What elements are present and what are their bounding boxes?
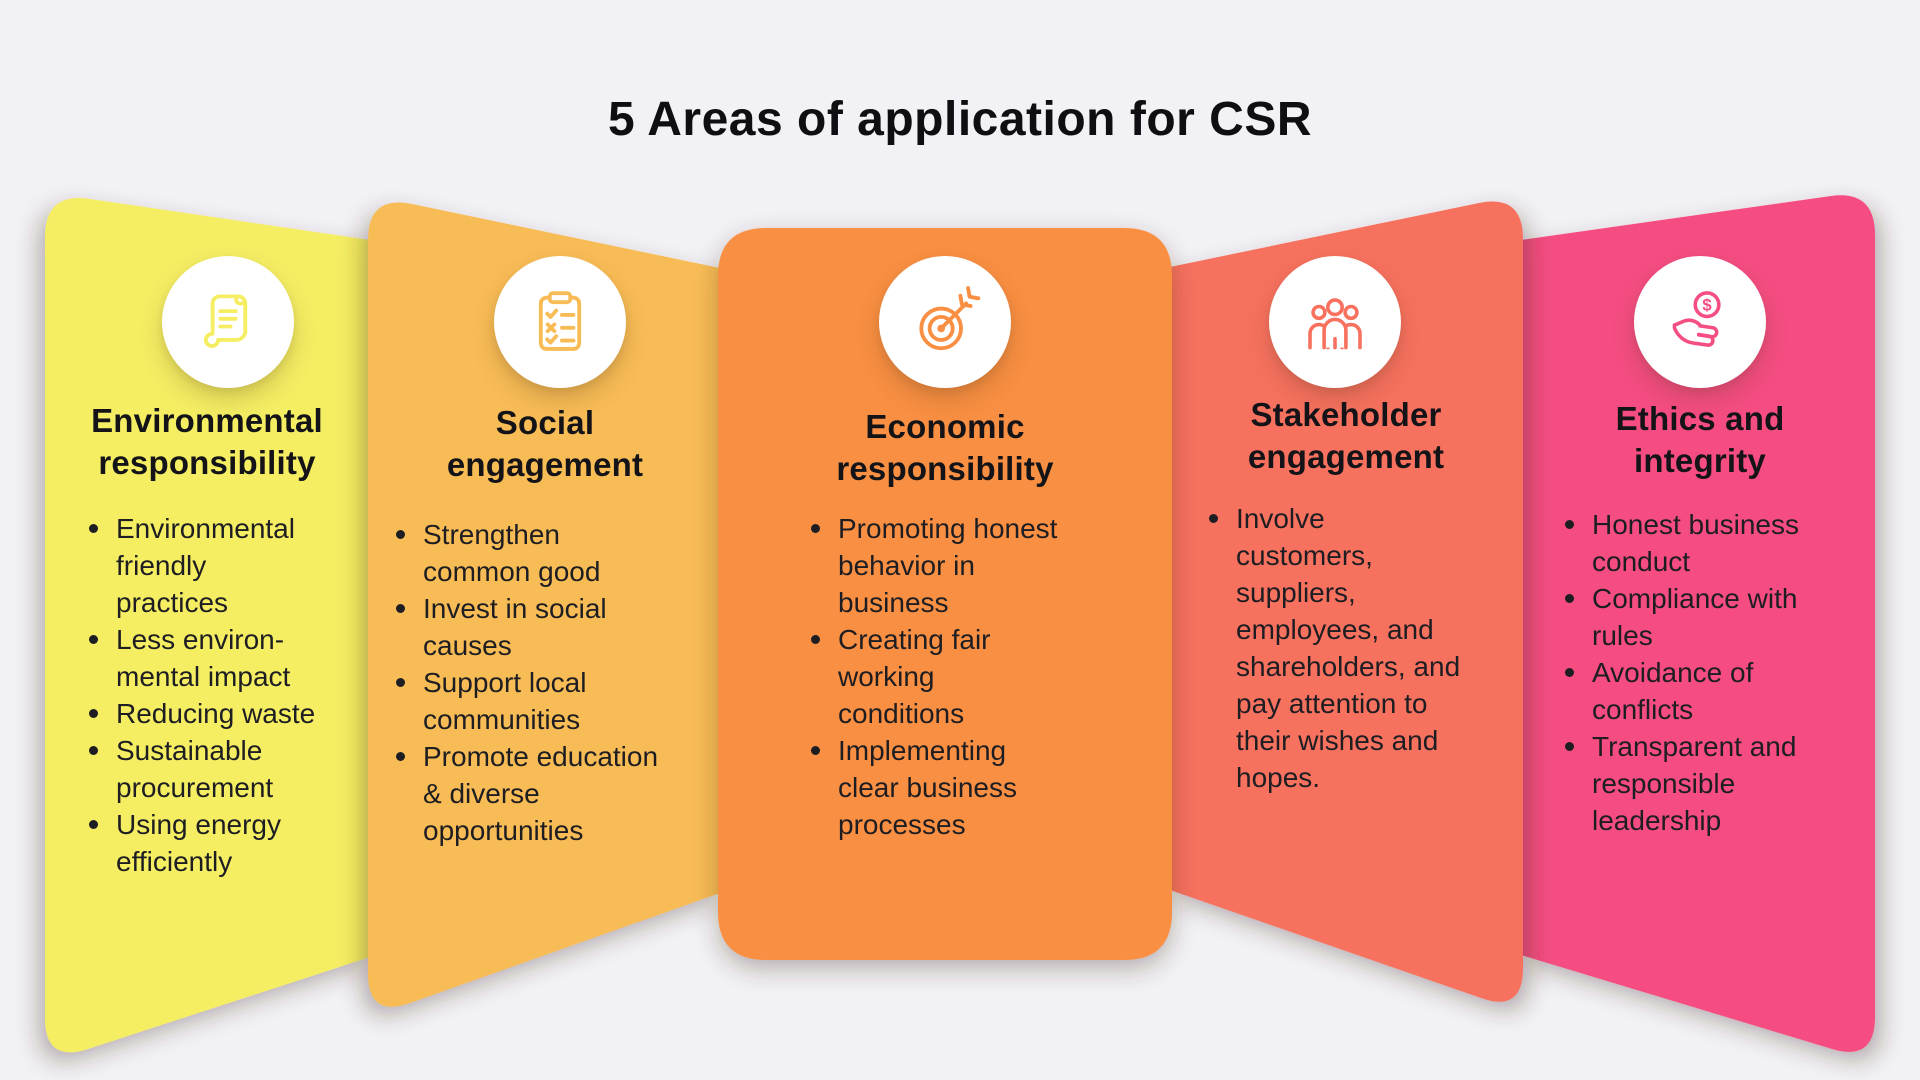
icon-circle-economic bbox=[879, 256, 1011, 388]
icon-circle-environmental bbox=[162, 256, 294, 388]
card-bullets-ethics: Honest business conduct Compliance with … bbox=[1565, 506, 1852, 839]
target-arrow-icon bbox=[919, 286, 981, 351]
bullet-item: Less environ- mental impact bbox=[89, 621, 348, 695]
bullet-item: Support local communities bbox=[396, 664, 685, 738]
card-bullets-environmental: Environmental friendly practices Less en… bbox=[89, 510, 348, 880]
dollar-sign: $ bbox=[1702, 296, 1712, 315]
bullet-item: Promoting honest behavior in business bbox=[811, 510, 1098, 621]
card-title-ethics: Ethics and integrity bbox=[1615, 400, 1785, 479]
card-shape-ethics bbox=[1521, 195, 1875, 1052]
card-bullets-stakeholder: Involve customers, suppliers, employees,… bbox=[1209, 500, 1511, 796]
page-title: 5 Areas of application for CSR bbox=[607, 93, 1312, 146]
card-shape-stakeholder bbox=[1170, 201, 1523, 1002]
scroll-icon bbox=[203, 294, 248, 348]
bullet-item: Promote education & diverse opportunitie… bbox=[396, 738, 685, 849]
card-title-environmental: Environmental responsibility bbox=[91, 402, 323, 481]
card-title-stakeholder: Stakeholder engagement bbox=[1247, 396, 1445, 475]
bullet-item: Involve customers, suppliers, employees,… bbox=[1209, 500, 1511, 796]
card-shape-social bbox=[368, 202, 720, 1007]
card-shape-environmental bbox=[45, 198, 370, 1053]
bullet-item: Invest in social causes bbox=[396, 590, 685, 664]
people-group-icon bbox=[1308, 298, 1362, 350]
bullet-item: Environmental friendly practices bbox=[89, 510, 348, 621]
icon-circle-ethics: $ bbox=[1634, 256, 1766, 388]
bullet-item: Honest business conduct bbox=[1565, 506, 1852, 580]
icon-circle-stakeholder bbox=[1269, 256, 1401, 388]
clipboard-checklist-icon bbox=[538, 291, 582, 351]
bullet-item: Transparent and responsible leadership bbox=[1565, 728, 1852, 839]
bullet-item: Strengthen common good bbox=[396, 516, 685, 590]
card-bullets-social: Strengthen common good Invest in social … bbox=[396, 516, 685, 849]
bullet-item: Implementing clear business processes bbox=[811, 732, 1098, 843]
card-bullets-economic: Promoting honest behavior in business Cr… bbox=[811, 510, 1098, 843]
bullet-item: Creating fair working conditions bbox=[811, 621, 1098, 732]
card-title-social: Social engagement bbox=[446, 404, 644, 483]
card-title-economic: Economic responsibility bbox=[836, 408, 1054, 487]
bullet-item: Avoidance of conflicts bbox=[1565, 654, 1852, 728]
bullet-item: Using energy efficiently bbox=[89, 806, 348, 880]
bullet-item: Compliance with rules bbox=[1565, 580, 1852, 654]
icon-circle-social bbox=[494, 256, 626, 388]
bullet-item: Reducing waste bbox=[89, 695, 348, 732]
bullet-item: Sustainable procurement bbox=[89, 732, 348, 806]
card-shape-economic bbox=[718, 228, 1172, 960]
hand-coin-icon: $ bbox=[1672, 291, 1721, 347]
